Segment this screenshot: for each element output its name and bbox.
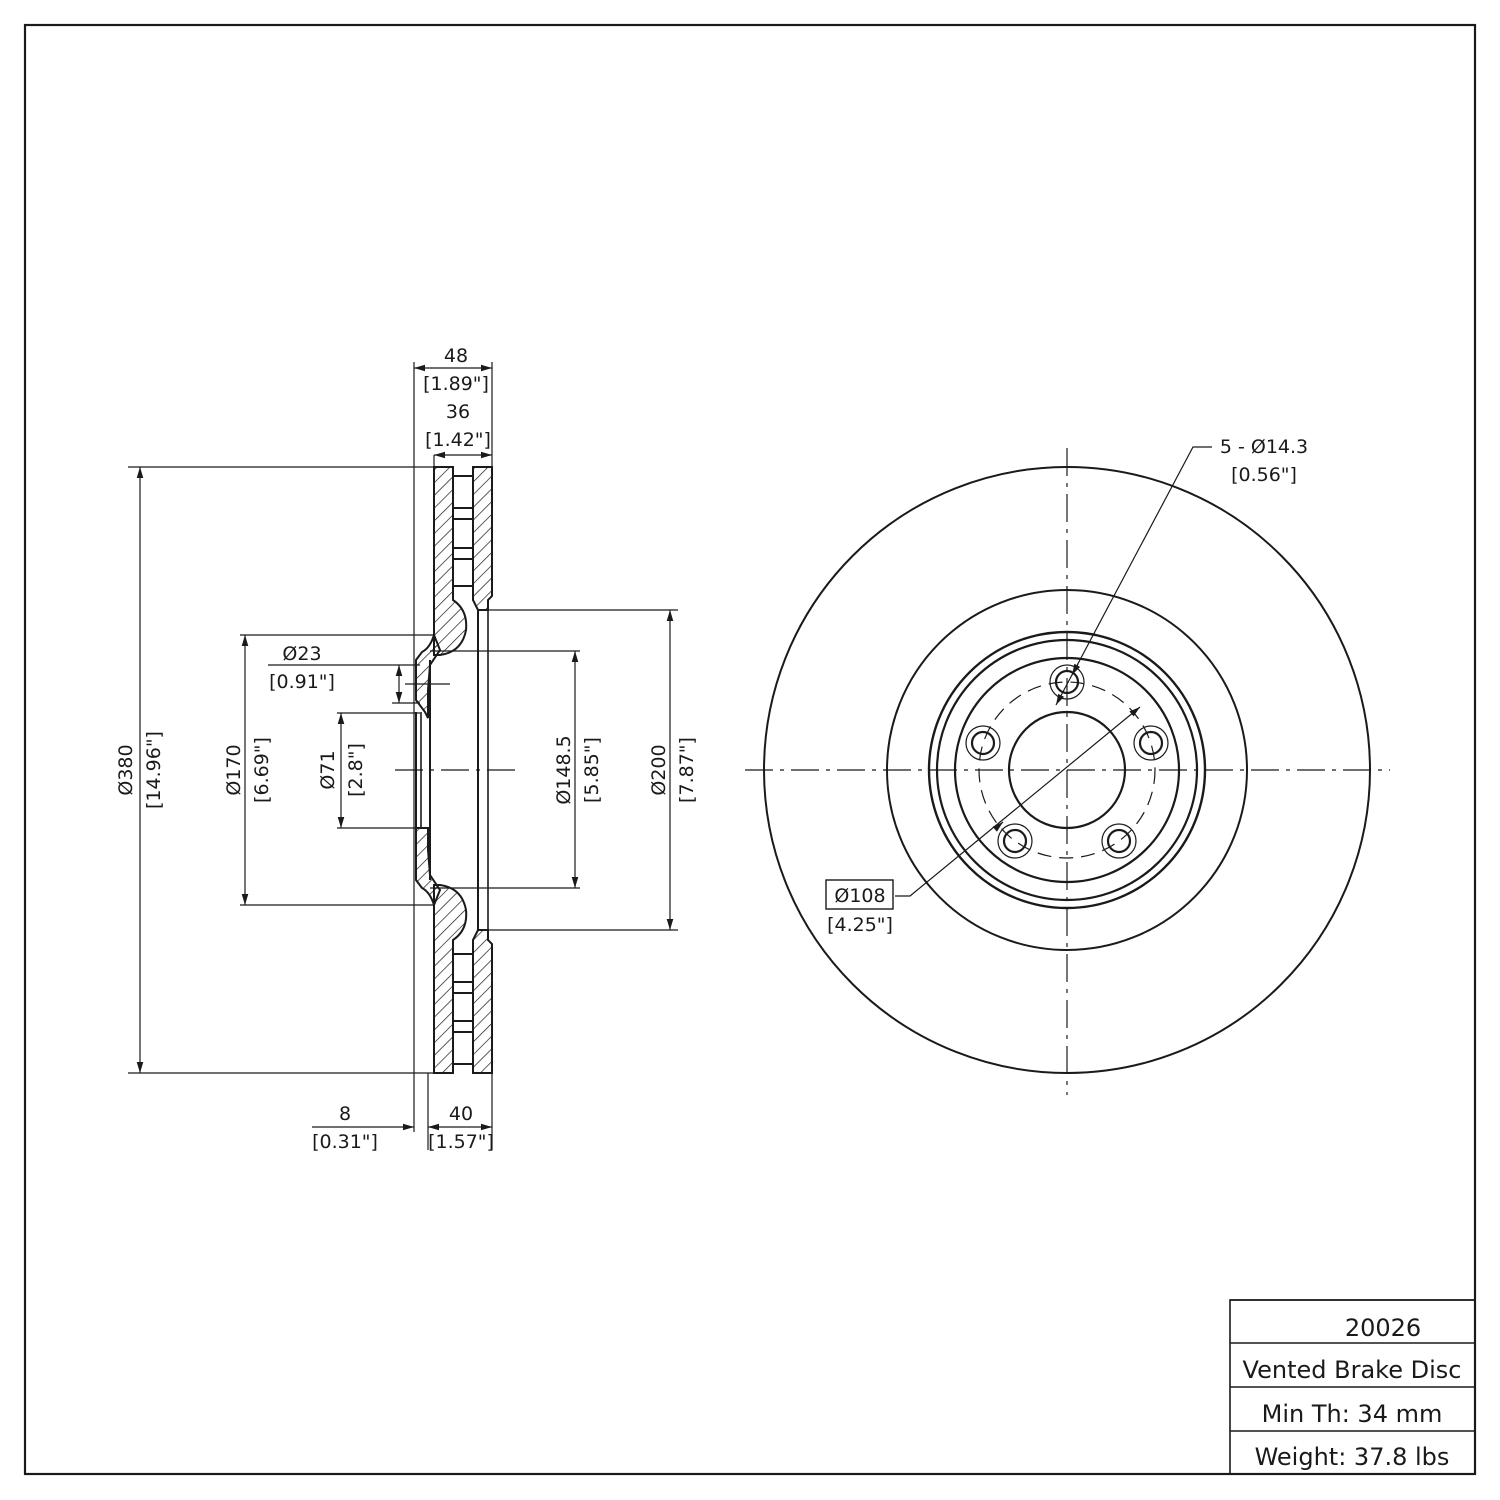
bolt-holes bbox=[965, 664, 1169, 859]
dim-friction-width-in: [1.42"] bbox=[425, 429, 491, 451]
side-section-view: 48 [1.89"] 36 [1.42"] Ø380 [14.96"] Ø170… bbox=[115, 345, 698, 1153]
hat-wall-top bbox=[415, 632, 442, 719]
bolt-circle-label-in: [4.25"] bbox=[827, 914, 893, 936]
dim-outer-diameter-in: [14.96"] bbox=[143, 731, 165, 809]
outboard-plate-bottom bbox=[433, 884, 468, 1074]
dim-overall-width-in: [1.89"] bbox=[423, 373, 489, 395]
center-bore-circle bbox=[1007, 710, 1127, 830]
bolt-hole bbox=[965, 725, 1001, 761]
bolt-hole bbox=[1133, 725, 1169, 761]
friction-inner-circle bbox=[886, 589, 1248, 951]
bolt-circle bbox=[978, 681, 1156, 859]
outer-disc-circle bbox=[763, 466, 1371, 1074]
hat-ring-mid bbox=[935, 638, 1199, 902]
outboard-plate-top bbox=[433, 466, 468, 656]
dim-pilot-bore-in: [0.91"] bbox=[269, 671, 335, 693]
min-thickness: Min Th: 34 mm bbox=[1262, 1400, 1443, 1428]
dim-hat-diameter: Ø170 bbox=[223, 744, 245, 795]
bolt-circle-label: Ø108 bbox=[834, 885, 885, 907]
dim-inner-diameter-in: [5.85"] bbox=[581, 737, 603, 803]
dim-outer-diameter: Ø380 bbox=[115, 744, 137, 795]
title-block: 20026 Vented Brake Disc Min Th: 34 mm We… bbox=[1229, 1299, 1476, 1475]
part-description: Vented Brake Disc bbox=[1243, 1356, 1462, 1384]
dim-center-bore-in: [2.8"] bbox=[345, 743, 367, 797]
dim-hat-height: 40 bbox=[449, 1103, 473, 1125]
dim-overall-width: 48 bbox=[444, 345, 468, 367]
dim-pilot-bore: Ø23 bbox=[282, 643, 321, 665]
drawing-frame bbox=[23, 23, 1477, 1476]
bolt-hole bbox=[1101, 823, 1137, 859]
dim-hat-height-in: [1.57"] bbox=[428, 1131, 494, 1153]
hat-ring-outer bbox=[927, 630, 1207, 910]
bolt-circle-label-box bbox=[825, 879, 894, 910]
front-view: 5 - Ø14.3 [0.56"] Ø108 [4.25"] bbox=[745, 436, 1390, 1095]
bolt-holes-label-in: [0.56"] bbox=[1231, 464, 1297, 486]
hat-ring-inner bbox=[953, 656, 1181, 884]
bolt-holes-label: 5 - Ø14.3 bbox=[1220, 436, 1308, 458]
dim-hat-diameter-in: [6.69"] bbox=[251, 737, 273, 803]
dim-hat-offset-in: [0.31"] bbox=[312, 1131, 378, 1153]
dim-hat-outer-diameter-in: [7.87"] bbox=[676, 737, 698, 803]
dim-friction-width: 36 bbox=[446, 401, 470, 423]
part-number: 20026 bbox=[1345, 1314, 1421, 1342]
inboard-plate-bottom bbox=[472, 929, 493, 1074]
dim-center-bore: Ø71 bbox=[317, 750, 339, 789]
inboard-plate-top bbox=[472, 466, 493, 611]
bolt-hole bbox=[1049, 664, 1085, 700]
dim-inner-diameter: Ø148.5 bbox=[553, 735, 575, 804]
weight: Weight: 37.8 lbs bbox=[1255, 1443, 1450, 1471]
dim-hat-outer-diameter: Ø200 bbox=[648, 744, 670, 795]
bolt-hole bbox=[997, 823, 1033, 859]
dim-hat-offset: 8 bbox=[339, 1103, 351, 1125]
